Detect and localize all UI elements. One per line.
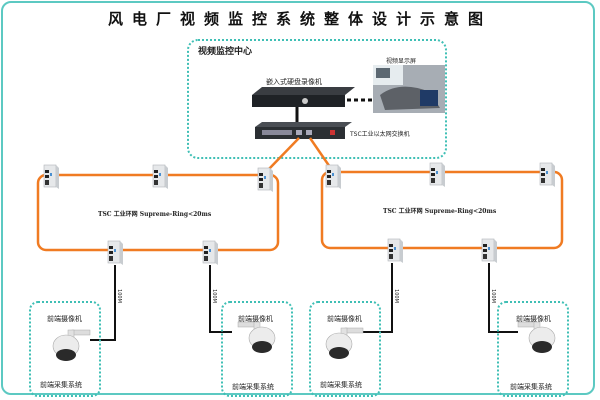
camera-cable [209, 265, 232, 333]
diagram-title: 风电厂视频监控系统整体设计示意图 [107, 10, 492, 28]
nvr-device [252, 87, 355, 107]
control-center-label: 视频监控中心 [198, 47, 253, 57]
cable-label: 100M [392, 289, 399, 303]
ring-switch [481, 238, 498, 264]
uplink-right [308, 137, 334, 171]
camera-label: 前端摄像机 [238, 315, 273, 323]
camera-label: 前端摄像机 [327, 315, 362, 323]
switch-label: TSC工业以太网交换机 [350, 131, 410, 138]
ring-switch [43, 164, 60, 190]
nvr-label: 嵌入式硬盘录像机 [266, 78, 322, 86]
ring-gateway-switch [325, 164, 342, 190]
front-end-box [309, 301, 381, 397]
system-label: 前端采集系统 [320, 381, 362, 389]
camera-icon [237, 321, 276, 354]
system-label: 前端采集系统 [510, 383, 552, 391]
camera-label: 前端摄像机 [516, 315, 551, 323]
uplink-left [267, 137, 300, 171]
video-display-wall [373, 65, 445, 113]
display-label: 视频显示屏 [386, 58, 417, 65]
system-label: 前端采集系统 [232, 383, 274, 391]
ring-left-label: TSC 工业环网 Supreme-Ring<20ms [98, 211, 212, 218]
front-end-box [497, 301, 569, 397]
camera-icon [52, 329, 91, 362]
core-ethernet-switch [255, 122, 352, 139]
ring-right-label: TSC 工业环网 Supreme-Ring<20ms [383, 208, 497, 215]
camera-cable [363, 263, 393, 333]
control-center-box [187, 39, 447, 159]
ring-switch [152, 164, 169, 190]
cable-label: 100M [210, 289, 217, 303]
cable-label: 100M [489, 289, 496, 303]
camera-cable [488, 263, 518, 333]
camera-cable [90, 265, 116, 341]
ring-switch [107, 240, 124, 266]
ring-switch [387, 238, 404, 264]
ring-switch [202, 240, 219, 266]
outer-frame [1, 1, 595, 395]
camera-label: 前端摄像机 [47, 315, 82, 323]
front-end-box [29, 301, 101, 397]
camera-icon [517, 321, 556, 354]
ring-switch [539, 162, 556, 188]
cable-label: 100M [115, 289, 122, 303]
system-label: 前端采集系统 [40, 381, 82, 389]
front-end-box [221, 301, 293, 397]
ring-gateway-switch [257, 167, 274, 193]
camera-icon [325, 327, 364, 360]
ring-switch [429, 162, 446, 188]
